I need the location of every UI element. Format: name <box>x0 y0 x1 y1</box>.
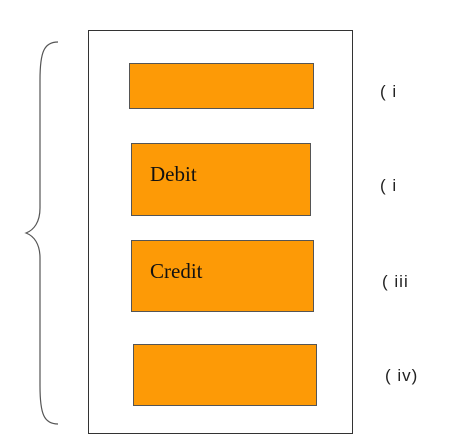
diagram-frame: Debit Credit <box>88 30 353 434</box>
debit-box: Debit <box>131 143 311 216</box>
marker-2: ( i <box>380 176 398 195</box>
marker-3: ( iii <box>382 272 409 291</box>
box-4 <box>133 344 317 406</box>
marker-4: ( iv) <box>385 366 419 385</box>
credit-box-label: Credit <box>150 259 203 283</box>
debit-box-label: Debit <box>150 162 197 186</box>
curly-brace <box>24 41 59 425</box>
marker-1: ( i <box>380 82 398 101</box>
credit-box: Credit <box>131 240 314 312</box>
box-1 <box>129 63 314 109</box>
